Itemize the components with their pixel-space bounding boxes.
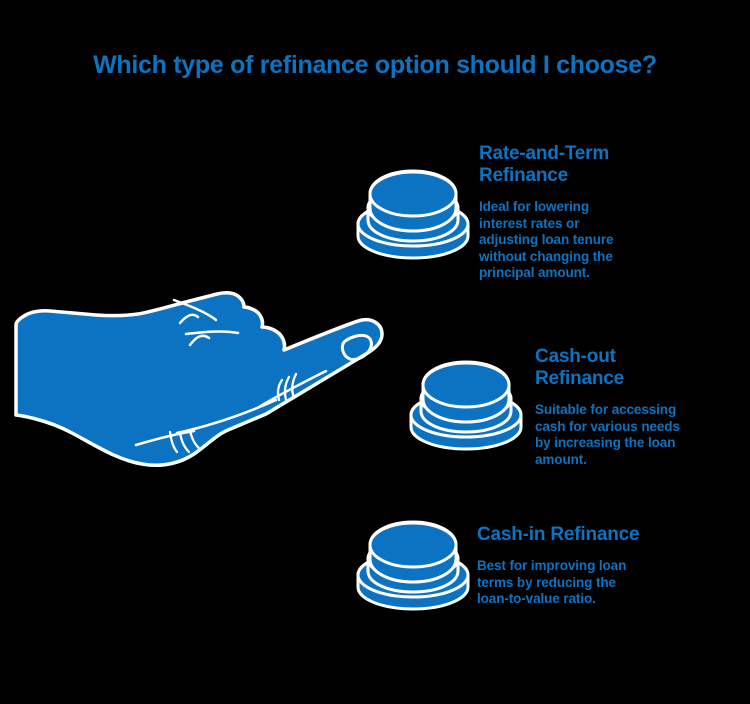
spacer bbox=[535, 390, 750, 402]
stacked-coin-icon bbox=[352, 513, 474, 620]
option-body: Best for improving loan terms by reducin… bbox=[477, 558, 627, 606]
option-heading: Cash-in Refinance bbox=[477, 524, 640, 545]
option-body: Suitable for accessing cash for various … bbox=[535, 402, 680, 467]
page-title: Which type of refinance option should I … bbox=[93, 51, 657, 79]
spacer bbox=[477, 546, 707, 558]
option-heading: Cash-out Refinance bbox=[535, 346, 625, 389]
spacer bbox=[479, 187, 704, 199]
pointing-hand-icon bbox=[14, 290, 394, 480]
option-block-cash-in: Cash-in Refinance Best for improving loa… bbox=[477, 524, 707, 608]
stacked-coin-icon bbox=[405, 353, 527, 460]
option-block-cash-out: Cash-out Refinance Suitable for accessin… bbox=[535, 346, 750, 468]
stacked-coin-icon bbox=[352, 162, 474, 269]
option-body: Ideal for lowering interest rates or adj… bbox=[479, 199, 614, 280]
option-block-rate-and-term: Rate-and-Term Refinance Ideal for loweri… bbox=[479, 143, 704, 282]
option-heading: Rate-and-Term Refinance bbox=[479, 143, 610, 186]
